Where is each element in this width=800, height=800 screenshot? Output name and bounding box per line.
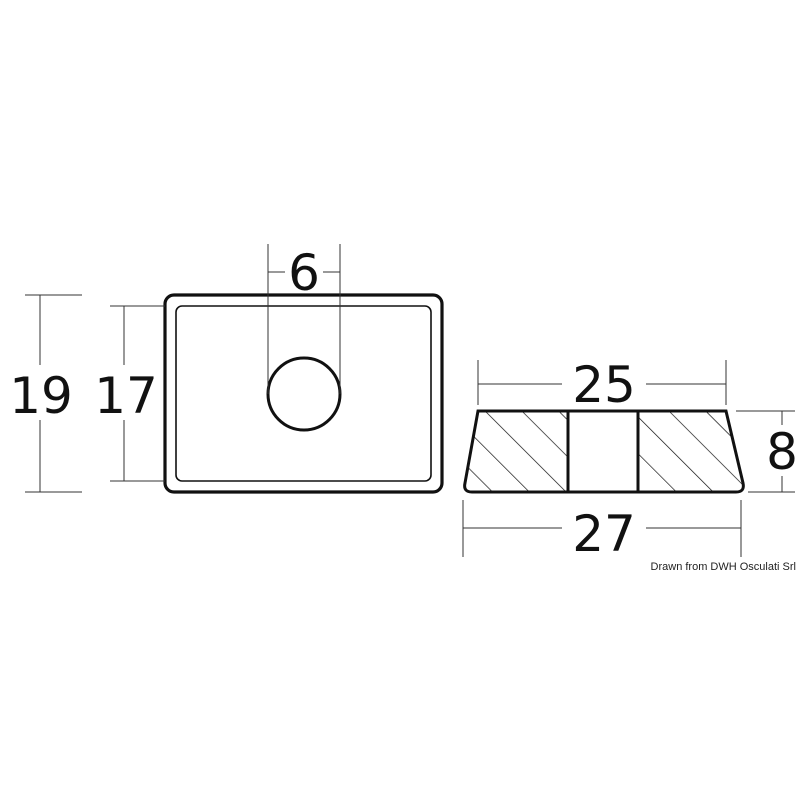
side-view: 25 27 8 xyxy=(462,356,798,563)
bottom-width-label: 27 xyxy=(572,505,636,563)
side-section-right-hatched xyxy=(636,409,745,494)
plate-outer-outline xyxy=(163,293,444,494)
thickness-label: 8 xyxy=(766,423,798,481)
center-hole xyxy=(266,356,342,432)
hole-diameter-label: 6 xyxy=(288,244,320,302)
plate-inner-outline xyxy=(175,305,432,482)
credit-text: Drawn from DWH Osculati Srl xyxy=(651,561,796,573)
inner-height-label: 17 xyxy=(94,367,158,425)
top-width-label: 25 xyxy=(572,356,636,414)
side-section-left-hatched xyxy=(463,409,570,494)
top-view: 6 19 17 xyxy=(9,244,444,494)
side-center-hole xyxy=(567,410,639,493)
outer-height-label: 19 xyxy=(9,367,73,425)
